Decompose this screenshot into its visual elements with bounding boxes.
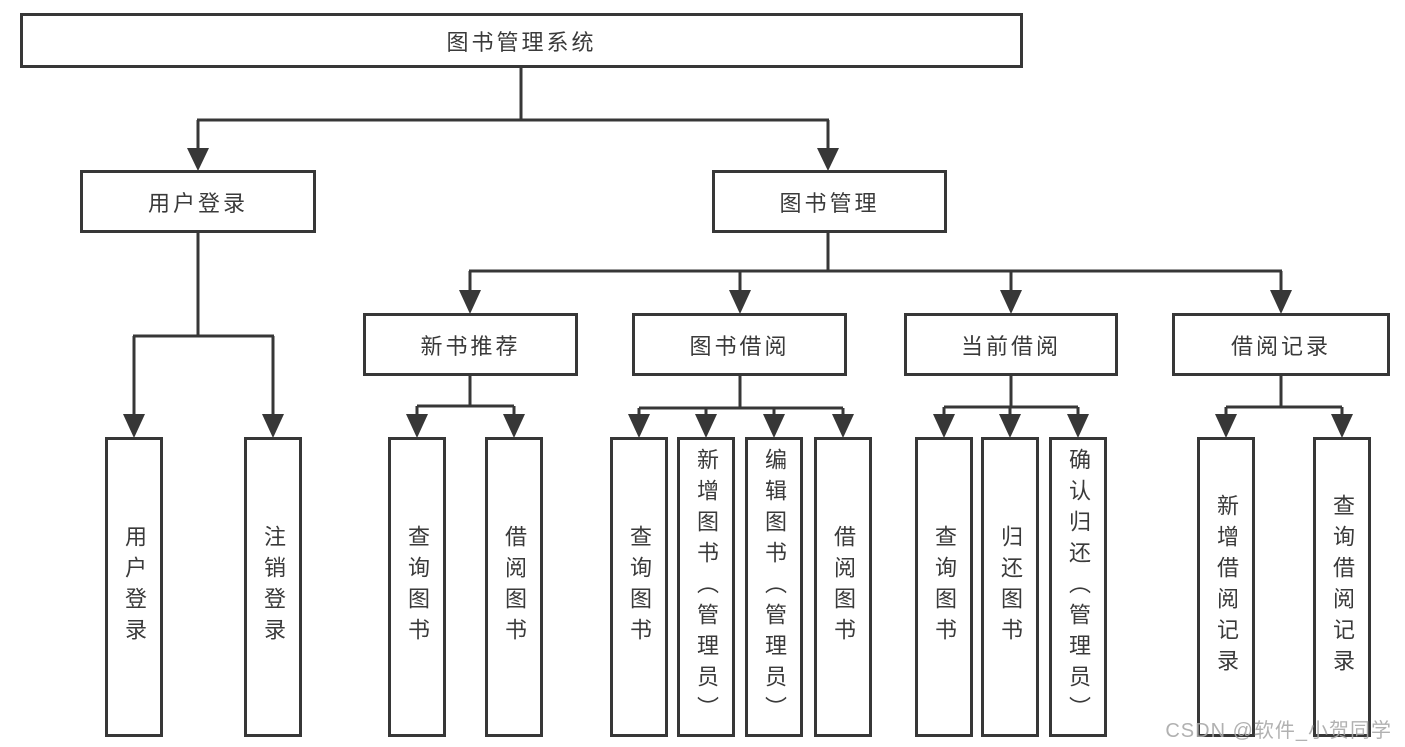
arrow-down-icon [695, 414, 717, 438]
node-user-login: 用户登录 [80, 170, 316, 233]
arrow-down-icon [262, 414, 284, 438]
leaf-label: 借阅图书 [502, 525, 527, 649]
node-book-borrowing: 图书借阅 [632, 313, 847, 376]
leaf-borrow-books: 借阅图书 [814, 437, 872, 737]
leaf-label: 查询图书 [405, 525, 430, 649]
arrow-down-icon [1270, 290, 1292, 314]
node-borrowing-records: 借阅记录 [1172, 313, 1390, 376]
edge-path [637, 376, 845, 416]
arrow-down-icon [832, 414, 854, 438]
leaf-label: 归还图书 [998, 525, 1023, 649]
arrow-down-icon [1331, 414, 1353, 438]
edge-path [132, 233, 275, 416]
arrow-down-icon [1000, 290, 1022, 314]
edge-path [942, 376, 1080, 416]
arrow-down-icon [1215, 414, 1237, 438]
leaf-label: 编辑图书（管理员） [762, 447, 787, 727]
leaf-logout: 注销登录 [244, 437, 302, 737]
leaf-query-books: 查询图书 [388, 437, 446, 737]
arrow-down-icon [187, 148, 209, 171]
arrow-down-icon [123, 414, 145, 438]
leaf-query-borrowing-record: 查询借阅记录 [1313, 437, 1371, 737]
arrow-down-icon [459, 290, 481, 314]
leaf-label: 查询图书 [932, 525, 957, 649]
leaf-label: 新增图书（管理员） [694, 447, 719, 727]
leaf-add-books-admin: 新增图书（管理员） [677, 437, 735, 737]
node-new-book-recommendation: 新书推荐 [363, 313, 578, 376]
leaf-query-books: 查询图书 [915, 437, 973, 737]
edge-path [415, 376, 516, 416]
node-library-management-system: 图书管理系统 [20, 13, 1023, 68]
arrow-down-icon [999, 414, 1021, 438]
edge-path [1224, 376, 1344, 416]
leaf-confirm-return-admin: 确认归还（管理员） [1049, 437, 1107, 737]
leaf-label: 查询借阅记录 [1330, 494, 1355, 680]
leaf-edit-books-admin: 编辑图书（管理员） [745, 437, 803, 737]
arrow-down-icon [628, 414, 650, 438]
arrow-down-icon [729, 290, 751, 314]
arrow-down-icon [406, 414, 428, 438]
arrow-down-icon [817, 148, 839, 171]
edge-path [468, 233, 1283, 292]
arrow-down-icon [503, 414, 525, 438]
leaf-borrow-books: 借阅图书 [485, 437, 543, 737]
leaf-user-login: 用户登录 [105, 437, 163, 737]
arrow-down-icon [763, 414, 785, 438]
node-book-management: 图书管理 [712, 170, 947, 233]
edge-path [196, 68, 830, 152]
node-current-borrowing: 当前借阅 [904, 313, 1118, 376]
arrow-down-icon [1067, 414, 1089, 438]
leaf-label: 查询图书 [627, 525, 652, 649]
leaf-return-books: 归还图书 [981, 437, 1039, 737]
leaf-label: 借阅图书 [831, 525, 856, 649]
leaf-add-borrowing-record: 新增借阅记录 [1197, 437, 1255, 737]
leaf-label: 用户登录 [122, 525, 147, 649]
csdn-watermark: CSDN @软件_小贺同学 [1165, 720, 1392, 742]
arrow-down-icon [933, 414, 955, 438]
leaf-label: 新增借阅记录 [1214, 494, 1239, 680]
leaf-query-books: 查询图书 [610, 437, 668, 737]
leaf-label: 注销登录 [261, 525, 286, 649]
leaf-label: 确认归还（管理员） [1066, 447, 1091, 727]
